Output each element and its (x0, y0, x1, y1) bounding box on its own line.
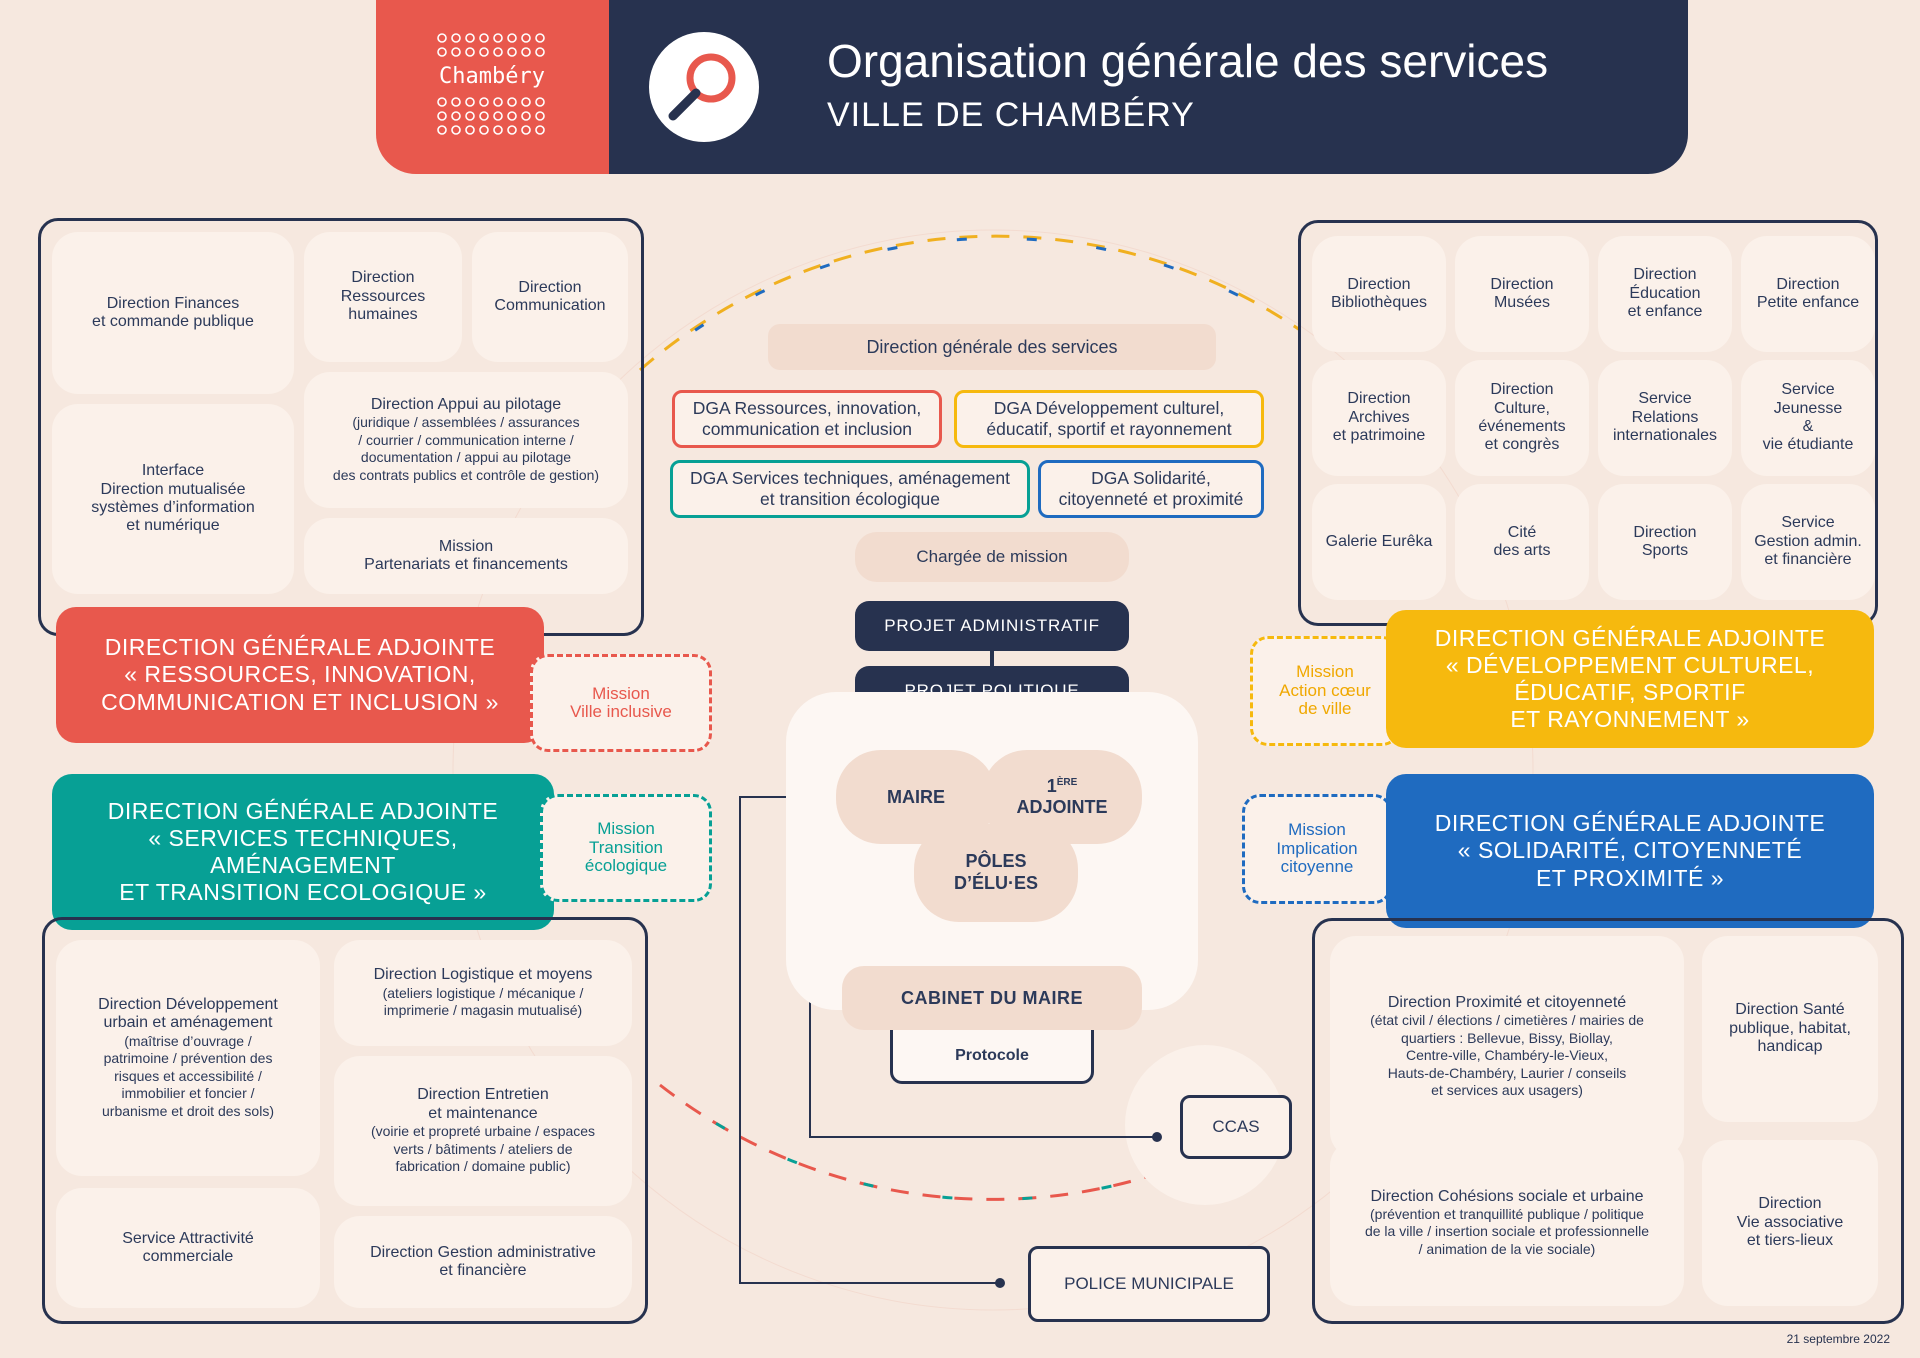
mission-transition-ecologique: Mission Transition écologique (540, 794, 712, 902)
cell-archives: Direction Archives et patrimoine (1312, 360, 1446, 476)
mission-action-coeur-de-ville: Mission Action cœur de ville (1250, 636, 1400, 746)
cell-interface-dsi: Interface Direction mutualisée systèmes … (52, 404, 294, 594)
magnifier-icon (649, 32, 759, 142)
cell-petite-enfance: Direction Petite enfance (1741, 236, 1875, 352)
page-subtitle: VILLE DE CHAMBÉRY (827, 96, 1195, 134)
cell-attractivite: Service Attractivité commerciale (56, 1188, 320, 1308)
proximite-details: (état civil / élections / cimetières / m… (1370, 1012, 1644, 1099)
cell-communication: Direction Communication (472, 232, 628, 362)
header-logo-panel: Chambéry (376, 0, 610, 174)
cell-education: Direction Éducation et enfance (1598, 236, 1732, 352)
appui-pilotage-details: (juridique / assemblées / assurances / c… (332, 414, 600, 483)
cell-jeunesse: Service Jeunesse & vie étudiante (1741, 360, 1875, 476)
page-title: Organisation générale des services (827, 35, 1549, 87)
logistique-details: (ateliers logistique / mécanique / impri… (382, 984, 584, 1019)
mission-ville-inclusive: Mission Ville inclusive (530, 654, 712, 752)
entretien-title: Direction Entretien et maintenance (417, 1086, 549, 1122)
frame-techniques (42, 917, 648, 1324)
cell-developpement-urbain: Direction Développement urbain et aménag… (56, 940, 320, 1176)
cell-appui-pilotage: Direction Appui au pilotage (juridique /… (304, 372, 628, 508)
projet-connector (990, 651, 994, 667)
date-footer: 21 septembre 2022 (1786, 1332, 1890, 1346)
chargee-de-mission: Chargée de mission (855, 532, 1129, 582)
ccas-box: CCAS (1180, 1095, 1292, 1159)
cell-cohesions: Direction Cohésions sociale et urbaine (… (1330, 1140, 1684, 1306)
cabinet-du-maire: CABINET DU MAIRE (842, 966, 1142, 1030)
cell-galerie-eureka: Galerie Eurêka (1312, 484, 1446, 600)
dga-techniques-banner: DIRECTION GÉNÉRALE ADJOINTE « SERVICES T… (52, 774, 554, 930)
mission-implication-citoyenne: Mission Implication citoyenne (1242, 794, 1392, 904)
entretien-details: (voirie et propreté urbaine / espaces ve… (370, 1123, 596, 1175)
dga-culturel-box: DGA Développement culturel, éducatif, sp… (954, 390, 1264, 448)
cell-mission-partenariats: Mission Partenariats et financements (304, 518, 628, 594)
cell-rh: Direction Ressources humaines (304, 232, 462, 362)
cell-musees: Direction Musées (1455, 236, 1589, 352)
appui-pilotage-title: Direction Appui au pilotage (370, 395, 562, 413)
cell-cite-des-arts: Cité des arts (1455, 484, 1589, 600)
cell-gestion-admin-culturel: Service Gestion admin. et financière (1741, 484, 1875, 600)
cell-bibliotheques: Direction Bibliothèques (1312, 236, 1446, 352)
cell-sante: Direction Santé publique, habitat, handi… (1702, 936, 1878, 1122)
cell-entretien: Direction Entretien et maintenance (voir… (334, 1056, 632, 1206)
dga-ressources-banner: DIRECTION GÉNÉRALE ADJOINTE « RESSOURCES… (56, 607, 544, 743)
logistique-title: Direction Logistique et moyens (373, 966, 593, 984)
logo-text: Chambéry (439, 64, 545, 89)
dga-solidarite-box: DGA Solidarité, citoyenneté et proximité (1038, 460, 1264, 518)
projet-administratif: PROJET ADMINISTRATIF (855, 601, 1129, 651)
cohesions-title: Direction Cohésions sociale et urbaine (1370, 1187, 1644, 1205)
cell-vie-associative: Direction Vie associative et tiers-lieux (1702, 1140, 1878, 1306)
header-title-panel: Organisation générale des services VILLE… (609, 0, 1688, 174)
cell-gestion-admin-techniques: Direction Gestion administrative et fina… (334, 1216, 632, 1308)
dga-culturel-banner: DIRECTION GÉNÉRALE ADJOINTE « DÉVELOPPEM… (1386, 610, 1874, 748)
dgs-label: Direction générale des services (768, 324, 1216, 370)
cell-sports: Direction Sports (1598, 484, 1732, 600)
poles-elus-pill: PÔLES D’ÉLU·ES (914, 824, 1078, 922)
developpement-urbain-title: Direction Développement urbain et aménag… (98, 995, 278, 1032)
dga-solidarite-banner: DIRECTION GÉNÉRALE ADJOINTE « SOLIDARITÉ… (1386, 774, 1874, 928)
protocole-box: Protocole (890, 1030, 1094, 1084)
cell-proximite: Direction Proximité et citoyenneté (état… (1330, 936, 1684, 1158)
frame-solidarite (1312, 918, 1904, 1324)
premiere-adjointe-rank: 1ÈRE (1046, 776, 1078, 796)
cell-logistique: Direction Logistique et moyens (ateliers… (334, 940, 632, 1046)
proximite-title: Direction Proximité et citoyenneté (1387, 994, 1627, 1012)
cohesions-details: (prévention et tranquillité publique / p… (1364, 1205, 1650, 1257)
dots-pattern-top (437, 33, 545, 57)
cell-relations-internationales: Service Relations internationales (1598, 360, 1732, 476)
developpement-urbain-details: (maîtrise d’ouvrage / patrimoine / préve… (102, 1032, 274, 1119)
dga-techniques-box: DGA Services techniques, aménagement et … (670, 460, 1030, 518)
dga-ressources-box: DGA Ressources, innovation, communicatio… (672, 390, 942, 448)
dots-pattern-bottom (437, 97, 545, 135)
cell-finances: Direction Finances et commande publique (52, 232, 294, 394)
police-municipale-box: POLICE MUNICIPALE (1028, 1246, 1270, 1322)
premiere-adjointe-label: ADJOINTE (1016, 797, 1108, 817)
cell-culture: Direction Culture, événements et congrès (1455, 360, 1589, 476)
